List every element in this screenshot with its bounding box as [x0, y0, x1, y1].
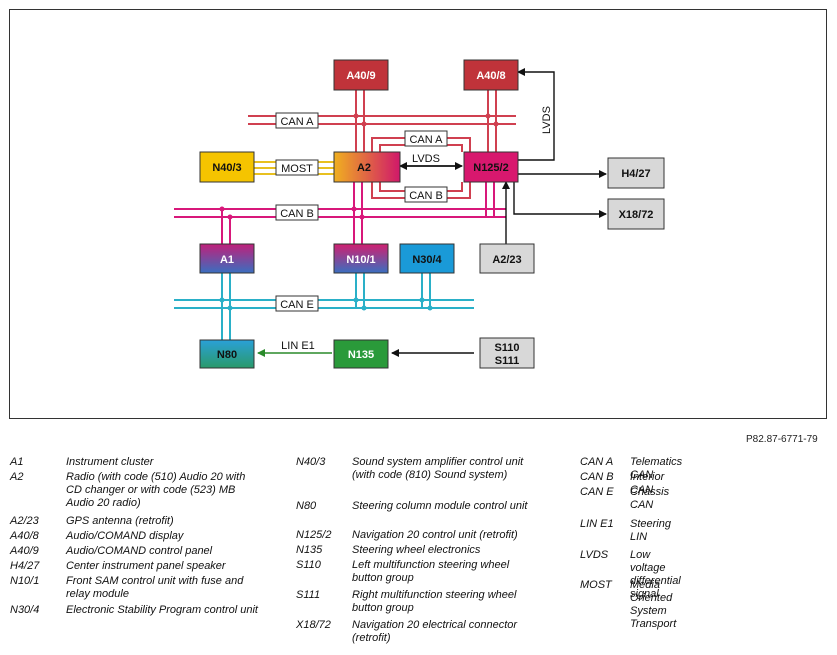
box-x18-72: X18/72: [607, 198, 665, 230]
svg-text:CAN A: CAN A: [280, 116, 314, 128]
box-n40-3: N40/3: [199, 151, 255, 183]
box-a2-23: A2/23: [479, 243, 535, 274]
bus-label-can-a-main: CAN A: [275, 112, 319, 129]
bus-label-can-b-main: CAN B: [275, 204, 319, 221]
box-n80: N80: [199, 339, 255, 369]
bus-label-can-a-inner: CAN A: [404, 130, 448, 147]
label-x18-72: X18/72: [619, 209, 654, 221]
box-a2: A2: [333, 151, 401, 183]
box-a40-8: A40/8: [463, 59, 519, 91]
label-a40-9: A40/9: [346, 70, 375, 82]
box-n135: N135: [333, 339, 389, 369]
box-a1: A1: [199, 243, 255, 274]
figure-reference: P82.87-6771-79: [746, 434, 818, 445]
network-diagram: A40/9 A40/8 N40/3 A2 N125/2 H4/27 X18/72…: [174, 59, 665, 369]
svg-text:MOST: MOST: [281, 163, 313, 175]
box-a40-9: A40/9: [333, 59, 389, 91]
svg-text:CAN B: CAN B: [280, 208, 314, 220]
svg-text:CAN B: CAN B: [409, 190, 443, 202]
label-a2-23: A2/23: [492, 254, 521, 266]
label-a1: A1: [220, 254, 234, 266]
box-n125-2: N125/2: [463, 151, 519, 183]
label-n10-1: N10/1: [346, 254, 375, 266]
label-h4-27: H4/27: [621, 168, 650, 180]
svg-text:CAN E: CAN E: [280, 299, 314, 311]
label-n125-2: N125/2: [473, 162, 508, 174]
bus-label-can-e: CAN E: [275, 295, 319, 312]
bus-label-can-b-inner: CAN B: [404, 186, 448, 203]
box-n30-4: N30/4: [399, 243, 455, 274]
label-s111: S111: [495, 355, 519, 367]
label-n80: N80: [217, 349, 237, 361]
lvds-link: [399, 68, 555, 170]
label-s110: S110: [494, 342, 519, 354]
svg-text:CAN A: CAN A: [409, 134, 443, 146]
box-s110-s111: S110 S111: [479, 337, 535, 369]
black-links: [391, 170, 607, 357]
bus-label-lvds: LVDS: [412, 153, 440, 165]
label-a40-8: A40/8: [476, 70, 505, 82]
bus-label-most: MOST: [275, 159, 319, 176]
box-h4-27: H4/27: [607, 157, 665, 189]
label-n135: N135: [348, 349, 374, 361]
diagram-frame: [9, 9, 827, 419]
label-a2: A2: [357, 162, 371, 174]
label-n40-3: N40/3: [212, 162, 241, 174]
box-n10-1: N10/1: [333, 243, 389, 274]
label-n30-4: N30/4: [412, 254, 442, 266]
bus-label-lvds-vertical: LVDS: [541, 106, 553, 134]
bus-label-lin-e1: LIN E1: [281, 340, 315, 352]
